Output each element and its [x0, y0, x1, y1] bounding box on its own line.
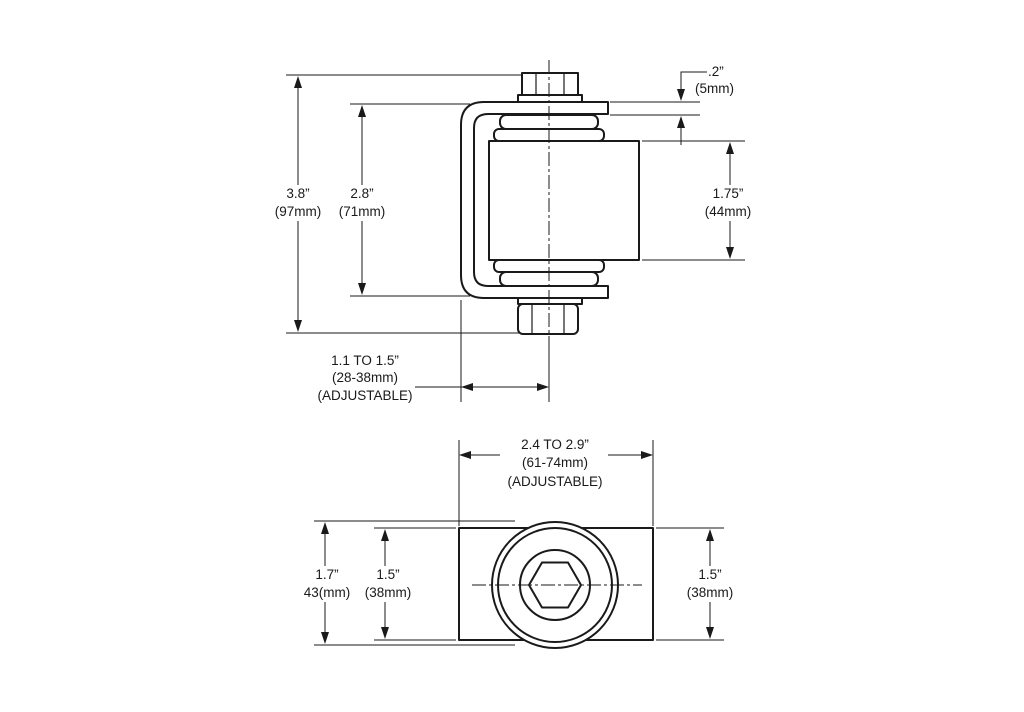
- overall-width-inches: 1.7”: [315, 567, 338, 582]
- side-view-extension-lines: [286, 74, 745, 402]
- bracket-width-mm: (38mm): [365, 585, 412, 600]
- bracket-height-inches: 2.8”: [350, 186, 373, 201]
- dimension-overall-height: 3.8” (97mm): [268, 76, 328, 332]
- washer-thickness-mm: (5mm): [695, 81, 734, 96]
- dimension-washer-thickness: .2” (5mm): [677, 64, 734, 145]
- dimension-barrel-height: 1.75” (44mm): [698, 142, 760, 259]
- overall-width-mm: 43(mm): [304, 585, 351, 600]
- offset-note: (ADJUSTABLE): [317, 388, 412, 403]
- dimension-bracket-width: 1.5” (38mm): [356, 529, 416, 639]
- dimension-overall-width: 1.7” 43(mm): [296, 522, 354, 644]
- dimension-offset: 1.1 TO 1.5” (28-38mm) (ADJUSTABLE): [317, 353, 549, 403]
- barrel: [488, 140, 640, 261]
- barrel-height-mm: (44mm): [705, 204, 752, 219]
- overall-height-inches: 3.8”: [286, 186, 309, 201]
- overall-length-mm: (61-74mm): [522, 455, 588, 470]
- overall-length-note: (ADJUSTABLE): [507, 474, 602, 489]
- plate-width-mm: (38mm): [687, 585, 734, 600]
- bracket: [460, 101, 609, 299]
- overall-length-inches: 2.4 TO 2.9”: [521, 437, 589, 452]
- bottom-hex-nut: [517, 297, 583, 335]
- plate-width-inches: 1.5”: [698, 567, 721, 582]
- bracket-height-mm: (71mm): [339, 204, 386, 219]
- side-view: 3.8” (97mm) 2.8” (71mm) .2” (5mm): [268, 60, 760, 403]
- bracket-width-inches: 1.5”: [376, 567, 399, 582]
- top-view: 2.4 TO 2.9” (61-74mm) (ADJUSTABLE) 1.7” …: [296, 437, 742, 649]
- offset-inches: 1.1 TO 1.5”: [331, 353, 399, 368]
- overall-height-mm: (97mm): [275, 204, 322, 219]
- dimension-overall-length: 2.4 TO 2.9” (61-74mm) (ADJUSTABLE): [459, 437, 653, 489]
- top-view-extension-lines: [314, 440, 724, 646]
- barrel-height-inches: 1.75”: [713, 186, 744, 201]
- offset-mm: (28-38mm): [332, 370, 398, 385]
- dimension-bracket-height: 2.8” (71mm): [334, 105, 392, 295]
- washer-thickness-inches: .2”: [708, 64, 724, 79]
- dimension-plate-width: 1.5” (38mm): [680, 529, 742, 639]
- top-hex-nut: [517, 72, 583, 103]
